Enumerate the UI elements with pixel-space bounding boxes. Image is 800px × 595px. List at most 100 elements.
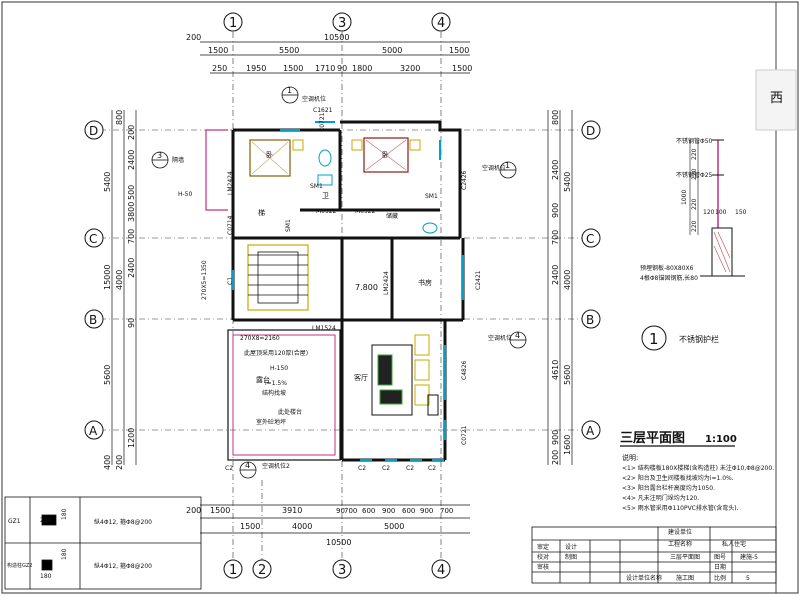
axis-right-a: A: [586, 424, 595, 438]
dim-left-inner-10: 400: [103, 455, 112, 470]
corner-label: 西: [770, 91, 783, 106]
dim-top-r2-0: 250: [212, 64, 227, 73]
tag-m0922-a: M0922: [316, 208, 337, 215]
axis-bottom-1: 1: [229, 563, 237, 578]
plan-scale: 1:100: [705, 434, 737, 445]
door-window-tags: M0922 M0922 SM1 SM1 SM1 C1621 C0721 C242…: [225, 107, 482, 472]
stair-left-text: 270X5=1350: [201, 260, 208, 300]
room-storage: 储藏: [386, 212, 398, 220]
annotation-right-2: 空调机位: [488, 334, 512, 342]
annotation-bottom: 空调机位2: [262, 462, 290, 470]
tb-company: 设计单位名称: [626, 574, 662, 582]
tb-stage: 施工图: [676, 574, 694, 582]
marker-1-right: 1: [505, 161, 510, 170]
dim-top-r1-2: 5500: [279, 46, 299, 55]
dim-left-outer-0: 5400: [103, 172, 112, 192]
railing-detail: [689, 139, 745, 277]
tb-label-0: 审定: [537, 543, 549, 551]
axis-left-c: C: [89, 232, 97, 246]
axis-bubbles-left: [84, 120, 104, 440]
dim-right-inner-8: 1600: [563, 435, 572, 455]
tag-c4826: C4826: [461, 360, 468, 380]
room-toilet: 卫: [322, 192, 329, 200]
tag-c2-c: C2: [406, 465, 414, 472]
dim-top-r1-4: 1500: [449, 46, 469, 55]
detail-note-5: 1000: [681, 190, 688, 205]
axis-bubbles-right: [581, 120, 601, 440]
tb-row-top-2: 工程名称: [668, 540, 692, 548]
dim-left-inner-8: 90: [127, 318, 136, 328]
dim-left-inner-5: 700: [127, 229, 136, 244]
slope-note: 结构找坡: [262, 389, 286, 397]
stair-text: 270X8=2160: [240, 335, 280, 342]
tag-c0721-b: C0721: [461, 425, 468, 445]
dim-top-r2-3: 1710: [315, 64, 335, 73]
bathroom-fixtures: [317, 149, 438, 234]
tag-c1621: C1621: [313, 107, 333, 114]
tb-label-6: 日期: [714, 563, 726, 571]
notes-head: 说明:: [622, 453, 638, 462]
dim-bot-r1-6: 900: [382, 507, 395, 515]
tag-c2-b: C2: [382, 465, 390, 472]
detail-note-0: 不锈钢管Φ50: [676, 137, 713, 145]
tb-row-top-1: 建设单位: [668, 528, 692, 536]
tag-c0721-a: C0721: [319, 112, 326, 132]
detail-base-2: 4根Φ8锚固钢筋,长80: [640, 274, 698, 282]
note-4: <4> 凡未注明门垛均为120.: [622, 494, 699, 502]
corner-label-box: [755, 69, 797, 131]
note-5: <5> 雨水管采用Φ110PVC排水管(含弯头).: [622, 504, 739, 512]
detail-note-2: 100: [715, 209, 727, 216]
title-block: [531, 526, 777, 584]
dim-top-r2-6: 3200: [400, 64, 420, 73]
tag-lm2424-b: LM2424: [383, 271, 390, 295]
dim-right-outer-1: 4000: [563, 270, 572, 290]
axis-top-3: 3: [338, 16, 346, 31]
tb-label-3: 制图: [565, 553, 577, 561]
annotation-top: 空调机位: [302, 95, 326, 103]
roof-note-2: H-150: [270, 365, 288, 372]
column-legend: [4, 496, 202, 590]
detail-marker: [641, 325, 667, 351]
hall-elevation: 7.800: [355, 283, 378, 292]
dim-right-inner-6: 900: [551, 430, 560, 445]
dim-right-inner-3: 700: [551, 230, 560, 245]
tag-sm1-b: SM1: [425, 193, 438, 200]
dim-right-inner-7: 200: [551, 450, 560, 465]
marker-4-bottom: 4: [245, 461, 250, 470]
notes-list: <1> 结构楼板180X楼梯(含构造柱) 未注Φ10,Φ8@200. <2> 阳…: [622, 464, 774, 512]
dim-right-inner-1: 2400: [551, 160, 560, 180]
note-1: <1> 结构楼板180X楼梯(含构造柱) 未注Φ10,Φ8@200.: [622, 464, 774, 472]
detail-note-3: 120: [703, 209, 715, 216]
room-living: 客厅: [354, 373, 368, 382]
axis-right-c: C: [586, 232, 594, 246]
dim-right-inner-5: 4610: [551, 360, 560, 380]
tb-label-1: 设计: [565, 543, 577, 551]
tb-drawing-name: 三层平面图: [670, 554, 700, 561]
dim-left-inner-7: 4000: [115, 270, 124, 290]
slope-text: i=1.5%: [265, 380, 287, 387]
tag-c2421: C2421: [475, 270, 482, 290]
tag-sm1-a: SM1: [310, 183, 323, 190]
tag-c0714: C0714: [227, 215, 234, 235]
legend-row1-dim-1: 180: [61, 508, 68, 520]
detail-note-4: 150: [735, 209, 747, 216]
dim-left-inner-11: 200: [115, 455, 124, 470]
tag-c1: C1: [227, 277, 234, 285]
annotation-right-1: 空调机位: [482, 164, 506, 172]
dim-bot-r1-4: 700: [344, 507, 357, 515]
dim-top-r2-1: 1950: [246, 64, 266, 73]
axis-right-d: D: [586, 124, 595, 138]
dim-top-total: 10500: [324, 33, 349, 42]
axis-top-1: 1: [229, 16, 237, 31]
axis-bottom-4: 4: [437, 563, 445, 578]
detail-note-6: 220: [691, 148, 698, 160]
tb-sheet-code: 建施-5: [740, 553, 758, 561]
plan-notes: 270X8=2160 270X5=1350 此屋顶采用120厚(合屋) H-15…: [172, 95, 512, 470]
tag-c2-e: C2: [225, 465, 233, 472]
dim-bot-r1-8: 900: [420, 507, 433, 515]
stair: [247, 244, 309, 311]
detail-note-8: 220: [691, 198, 698, 210]
tb-owner: 私人住宅: [722, 540, 746, 548]
legend-row1-spec: 纵4Φ12, 箍Φ8@200: [94, 518, 152, 526]
